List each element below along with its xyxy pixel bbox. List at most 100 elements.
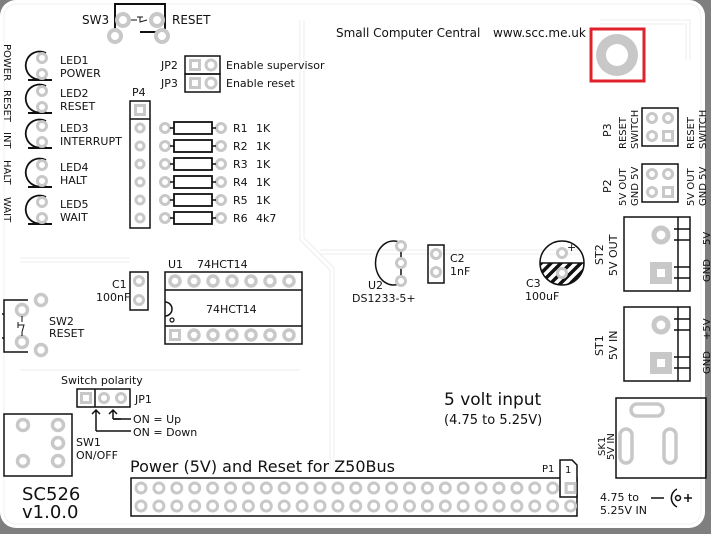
u2-supervisor-ic[interactable] (374, 240, 424, 287)
sw3-ref: SW3 (82, 13, 109, 27)
p1-pin (510, 481, 524, 495)
jp3-jumper[interactable] (184, 73, 221, 93)
sw1-label: ON/OFF (76, 449, 118, 462)
sk1-ref: SK1 (597, 437, 608, 456)
c1-capacitor[interactable] (129, 271, 149, 311)
p1-pin (206, 481, 220, 495)
p2-label2: GND 5V (630, 167, 641, 206)
led-group: LED1POWERLED2RESETLED3INTERRUPTLED4HALTL… (24, 50, 122, 225)
copper-traces (20, 19, 691, 470)
c3-ref: C3 (526, 277, 541, 290)
dc-polarity-icon (651, 488, 692, 508)
led-2[interactable] (24, 83, 52, 114)
p1-pin (367, 481, 381, 495)
p4-pin (134, 158, 146, 170)
p1-pin (134, 481, 148, 495)
resistor-r3[interactable] (159, 157, 227, 171)
p1-pin (385, 481, 399, 495)
p1-pin (152, 499, 166, 513)
led-label: RESET (60, 100, 96, 113)
p1-pin (492, 481, 506, 495)
resistor-value: 1K (256, 140, 271, 153)
led-5[interactable] (24, 194, 52, 225)
p1-pin (331, 481, 345, 495)
p3-label1: RESET (618, 116, 629, 149)
p4-ref: P4 (132, 86, 146, 99)
u1-pin (187, 274, 201, 288)
resistor-ref: R1 (233, 122, 248, 135)
maker-label: Small Computer Central (336, 26, 480, 40)
board-version: v1.0.0 (22, 502, 78, 523)
c2-capacitor[interactable] (427, 244, 445, 284)
p1-pin (474, 499, 488, 513)
resistor-value: 4k7 (256, 212, 276, 225)
sw1-power-switch[interactable] (3, 413, 73, 477)
p2-label1: 5V OUT (618, 167, 629, 206)
u1-ref: U1 (168, 258, 183, 271)
resistor-r6[interactable] (159, 211, 227, 225)
c3-electrolytic-capacitor[interactable]: + (539, 240, 585, 286)
u1-pin (263, 274, 277, 288)
p1-pin (546, 499, 560, 513)
led-label: WAIT (60, 211, 88, 224)
p3-header[interactable] (641, 107, 679, 147)
u1-dip14-ic[interactable] (164, 271, 303, 345)
input-title: 5 volt input (444, 390, 542, 410)
p1-pin (313, 499, 327, 513)
led-4[interactable] (24, 157, 52, 188)
u1-pin (187, 328, 201, 342)
p4-header[interactable] (129, 100, 151, 229)
resistor-r5[interactable] (159, 193, 227, 207)
p1-pin (492, 499, 506, 513)
u1-pin (206, 274, 220, 288)
resistor-r2[interactable] (159, 139, 227, 153)
p3-label2: SWITCH (630, 110, 641, 149)
resistor-r4[interactable] (159, 175, 227, 189)
jp1-ref: JP1 (134, 393, 152, 406)
resistor-value: 1K (256, 122, 271, 135)
p1-pin (438, 481, 452, 495)
p1-pin (188, 499, 202, 513)
u1-pin (225, 328, 239, 342)
jp2-label: Enable supervisor (226, 59, 325, 72)
st2-label: 5V OUT (607, 234, 620, 276)
p1-pin (224, 481, 237, 495)
st2-ref: ST2 (593, 244, 606, 265)
p4-pin (134, 212, 146, 224)
led-ref: LED3 (60, 122, 89, 135)
resistor-r1[interactable] (159, 121, 227, 135)
p1-z50bus-header[interactable] (130, 459, 578, 517)
jp1-jumper[interactable] (76, 388, 131, 408)
led-label: INTERRUPT (60, 135, 122, 148)
st2-terminal-block[interactable] (623, 216, 691, 292)
sw3-reset-switch[interactable] (107, 3, 170, 44)
p1-pin (349, 481, 363, 495)
st1-terminal-block[interactable] (623, 306, 691, 382)
p1-pin (367, 499, 381, 513)
sk1-dc-jack[interactable] (615, 397, 707, 479)
resistor-ref: R6 (233, 212, 248, 225)
p1-pin (277, 499, 291, 513)
sw2-reset-switch[interactable] (2, 292, 49, 358)
sw3-label: RESET (172, 13, 211, 27)
p1-pin (474, 481, 488, 495)
p1-pin (170, 481, 184, 495)
p1-pin (349, 499, 363, 513)
p1-pin (313, 481, 327, 495)
p2-right1: 5V OUT (686, 167, 697, 206)
side-label-halt: HALT (1, 160, 12, 186)
led-3[interactable] (24, 118, 52, 149)
mounting-hole-highlighted[interactable] (589, 27, 646, 83)
u2-ref: U2 (368, 279, 383, 292)
p1-pin1-label: 1 (565, 465, 571, 476)
p1-pin (528, 499, 542, 513)
p1-pin (528, 481, 542, 495)
p2-right2: GND 5V (698, 167, 709, 206)
led-1[interactable] (24, 50, 52, 81)
p3-right2: SWITCH (698, 110, 709, 149)
side-label-int: INT (1, 132, 12, 149)
p2-header[interactable] (641, 163, 679, 203)
jp1-on-up: ON = Up (133, 413, 181, 426)
